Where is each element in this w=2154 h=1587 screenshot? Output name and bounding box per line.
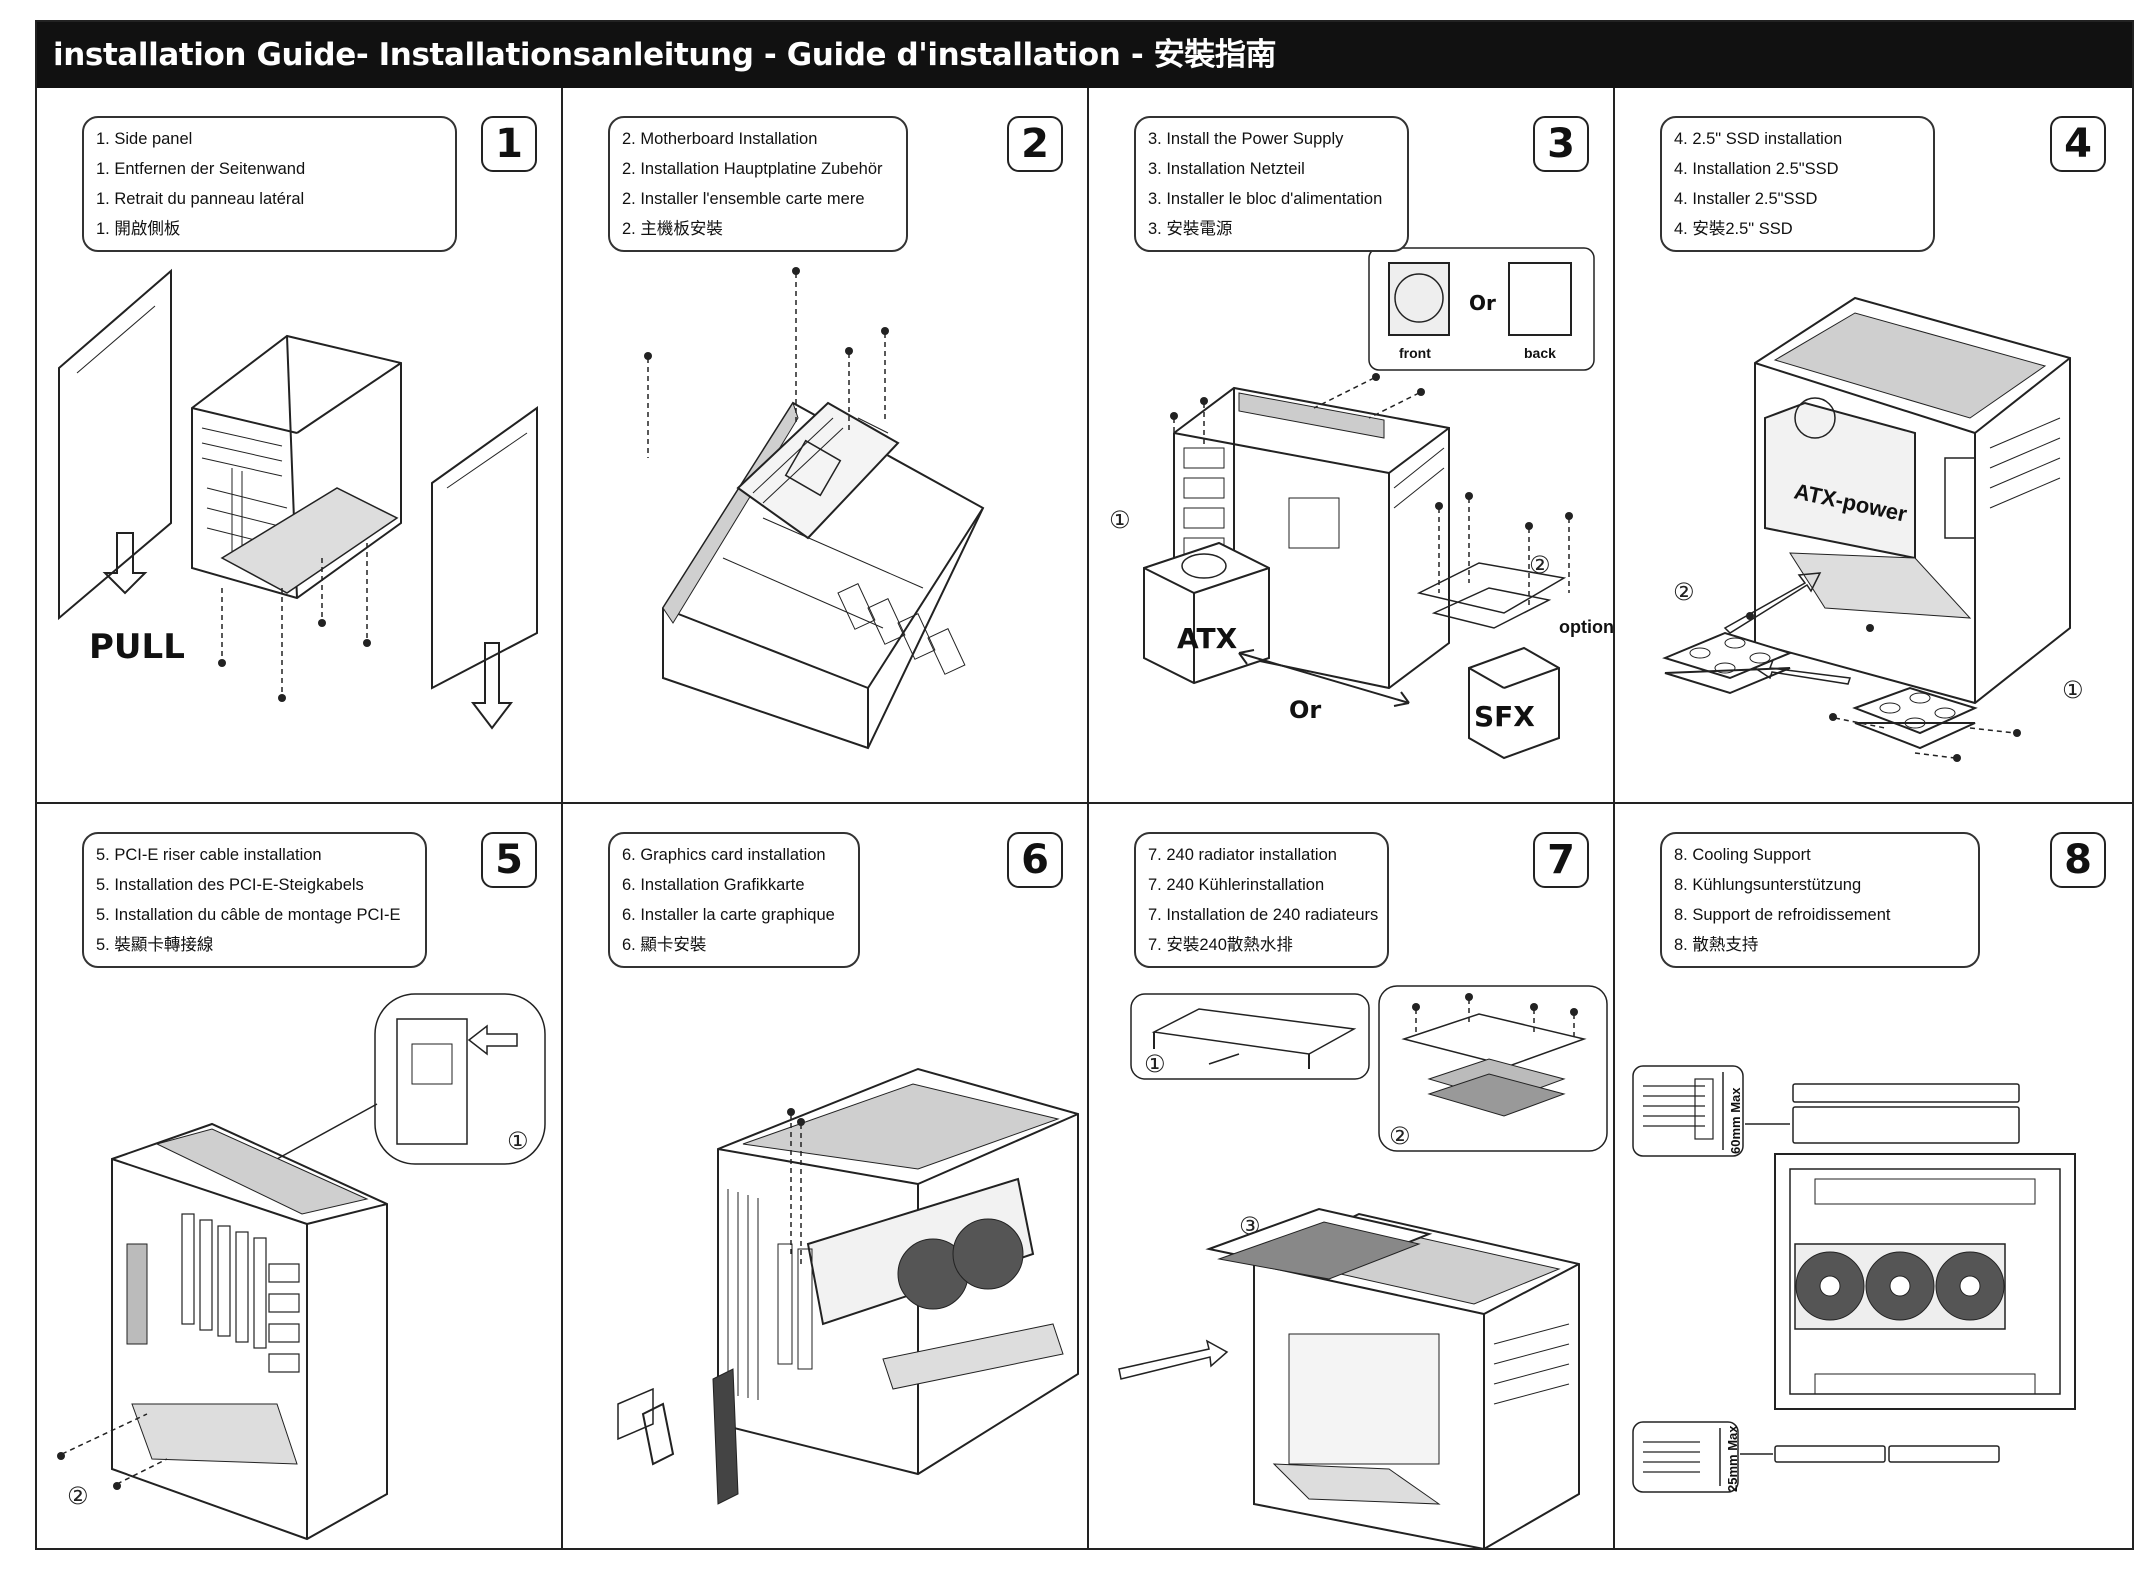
- step-4-number: 4: [2050, 116, 2106, 172]
- ssd-installation-illustration: ATX-power: [1662, 296, 2084, 762]
- step-1-caption-line: 1. Entfernen der Seitenwand: [96, 160, 306, 178]
- step-6-caption-line: 6. Installation Grafikkarte: [622, 876, 805, 894]
- step-2-caption-line: 2. Motherboard Installation: [622, 130, 818, 148]
- step-3-number: 3: [1533, 116, 1589, 172]
- cooling-support-illustration: 60mm Max: [1632, 1065, 2076, 1493]
- or-label-small: Or: [1469, 291, 1496, 315]
- step-1-caption-line: 1. Retrait du panneau latéral: [96, 190, 305, 208]
- step-3-caption-line: 3. 安裝電源: [1148, 220, 1233, 238]
- step-8-caption: 8. Cooling Support 8. Kühlungsunterstütz…: [1660, 832, 1980, 968]
- radiator-installation-illustration: ① ②: [1118, 985, 1608, 1548]
- step-5-caption-line: 5. 裝顯卡轉接線: [96, 936, 214, 954]
- option-label: option: [1559, 617, 1614, 637]
- step-7-caption-line: 7. 安裝240散熱水排: [1148, 936, 1293, 954]
- step-2-caption: 2. Motherboard Installation 2. Installat…: [608, 116, 908, 252]
- step-panel-2: 2. Motherboard Installation 2. Installat…: [563, 88, 1089, 804]
- step-5-caption: 5. PCI-E riser cable installation 5. Ins…: [82, 832, 427, 968]
- step-2-number: 2: [1007, 116, 1063, 172]
- circle-1-label: ①: [1109, 506, 1131, 534]
- riser-cable-installation-illustration: ①: [57, 993, 546, 1541]
- step-2-caption-line: 2. Installation Hauptplatine Zubehör: [622, 160, 883, 178]
- installation-guide-sheet: installation Guide- Installationsanleitu…: [35, 20, 2134, 1550]
- step-panel-8: 60mm Max: [1615, 804, 2132, 1548]
- step-panel-5: ①: [37, 804, 563, 1548]
- circle-2-label: ②: [1529, 551, 1551, 579]
- pull-label: PULL: [89, 627, 185, 667]
- step-5-caption-line: 5. PCI-E riser cable installation: [96, 846, 322, 864]
- step-2-caption-line: 2. Installer l'ensemble carte mere: [622, 190, 865, 208]
- step-7-caption-line: 7. 240 radiator installation: [1148, 846, 1337, 864]
- step-6-caption-line: 6. Graphics card installation: [622, 846, 826, 864]
- circle-2-label: ②: [67, 1482, 89, 1510]
- step-8-caption-line: 8. 散熱支持: [1674, 936, 1759, 954]
- circle-1-label: ①: [1144, 1050, 1166, 1078]
- step-1-number: 1: [481, 116, 537, 172]
- step-panel-7: ① ②: [1089, 804, 1615, 1548]
- max-60mm-label: 60mm Max: [1728, 1087, 1743, 1154]
- circle-1-label: ①: [507, 1127, 529, 1155]
- step-3-caption: 3. Install the Power Supply 3. Installat…: [1134, 116, 1409, 252]
- step-5-caption-line: 5. Installation des PCI-E-Steigkabels: [96, 876, 364, 894]
- step-8-caption-line: 8. Cooling Support: [1674, 846, 1811, 864]
- guide-header: installation Guide- Installationsanleitu…: [37, 22, 2132, 88]
- front-label: front: [1399, 345, 1431, 361]
- step-5-number: 5: [481, 832, 537, 888]
- step-4-caption-line: 4. Installer 2.5"SSD: [1674, 190, 1818, 208]
- step-2-caption-line: 2. 主機板安裝: [622, 220, 723, 238]
- motherboard-installation-illustration: [644, 267, 985, 750]
- power-supply-installation-illustration: front back Or: [1109, 247, 1614, 760]
- step-3-caption-line: 3. Install the Power Supply: [1148, 130, 1344, 148]
- step-7-caption-line: 7. Installation de 240 radiateurs: [1148, 906, 1379, 924]
- step-5-caption-line: 5. Installation du câble de montage PCI-…: [96, 906, 401, 924]
- step-7-caption: 7. 240 radiator installation 7. 240 Kühl…: [1134, 832, 1389, 968]
- step-6-number: 6: [1007, 832, 1063, 888]
- step-1-caption-line: 1. 開啟側板: [96, 220, 181, 238]
- step-7-number: 7: [1533, 832, 1589, 888]
- side-panel-removal-illustration: PULL: [58, 268, 538, 730]
- back-label: back: [1524, 345, 1556, 361]
- max-25mm-label: 25mm Max: [1725, 1425, 1740, 1492]
- circle-2-label: ②: [1673, 578, 1695, 606]
- step-8-caption-line: 8. Support de refroidissement: [1674, 906, 1891, 924]
- guide-title: installation Guide- Installationsanleitu…: [53, 37, 1277, 73]
- step-7-caption-line: 7. 240 Kühlerinstallation: [1148, 876, 1325, 894]
- steps-grid: PULL 1. Side panel 1. Entfernen der Seit…: [37, 88, 2132, 1548]
- atx-label: ATX: [1177, 622, 1238, 655]
- step-4-caption-line: 4. Installation 2.5"SSD: [1674, 160, 1839, 178]
- sfx-label: SFX: [1474, 700, 1535, 733]
- step-panel-4: ATX-power: [1615, 88, 2132, 804]
- step-8-caption-line: 8. Kühlungsunterstützung: [1674, 876, 1862, 894]
- step-1-caption-line: 1. Side panel: [96, 130, 193, 148]
- step-panel-1: PULL 1. Side panel 1. Entfernen der Seit…: [37, 88, 563, 804]
- step-6-caption: 6. Graphics card installation 6. Install…: [608, 832, 860, 968]
- circle-3-label: ③: [1239, 1212, 1261, 1240]
- step-panel-3: front back Or: [1089, 88, 1615, 804]
- step-3-caption-line: 3. Installer le bloc d'alimentation: [1148, 190, 1383, 208]
- step-8-number: 8: [2050, 832, 2106, 888]
- step-panel-6: 6. Graphics card installation 6. Install…: [563, 804, 1089, 1548]
- step-6-caption-line: 6. Installer la carte graphique: [622, 906, 835, 924]
- step-4-caption-line: 4. 2.5" SSD installation: [1674, 130, 1843, 148]
- circle-2-label: ②: [1389, 1122, 1411, 1150]
- circle-1-label: ①: [2062, 676, 2084, 704]
- step-3-caption-line: 3. Installation Netzteil: [1148, 160, 1305, 178]
- step-4-caption: 4. 2.5" SSD installation 4. Installation…: [1660, 116, 1935, 252]
- step-1-caption: 1. Side panel 1. Entfernen der Seitenwan…: [82, 116, 457, 252]
- graphics-card-installation-illustration: [617, 1067, 1079, 1505]
- step-6-caption-line: 6. 顯卡安裝: [622, 936, 707, 954]
- step-4-caption-line: 4. 安裝2.5" SSD: [1674, 220, 1793, 238]
- or-label-large: Or: [1289, 696, 1321, 724]
